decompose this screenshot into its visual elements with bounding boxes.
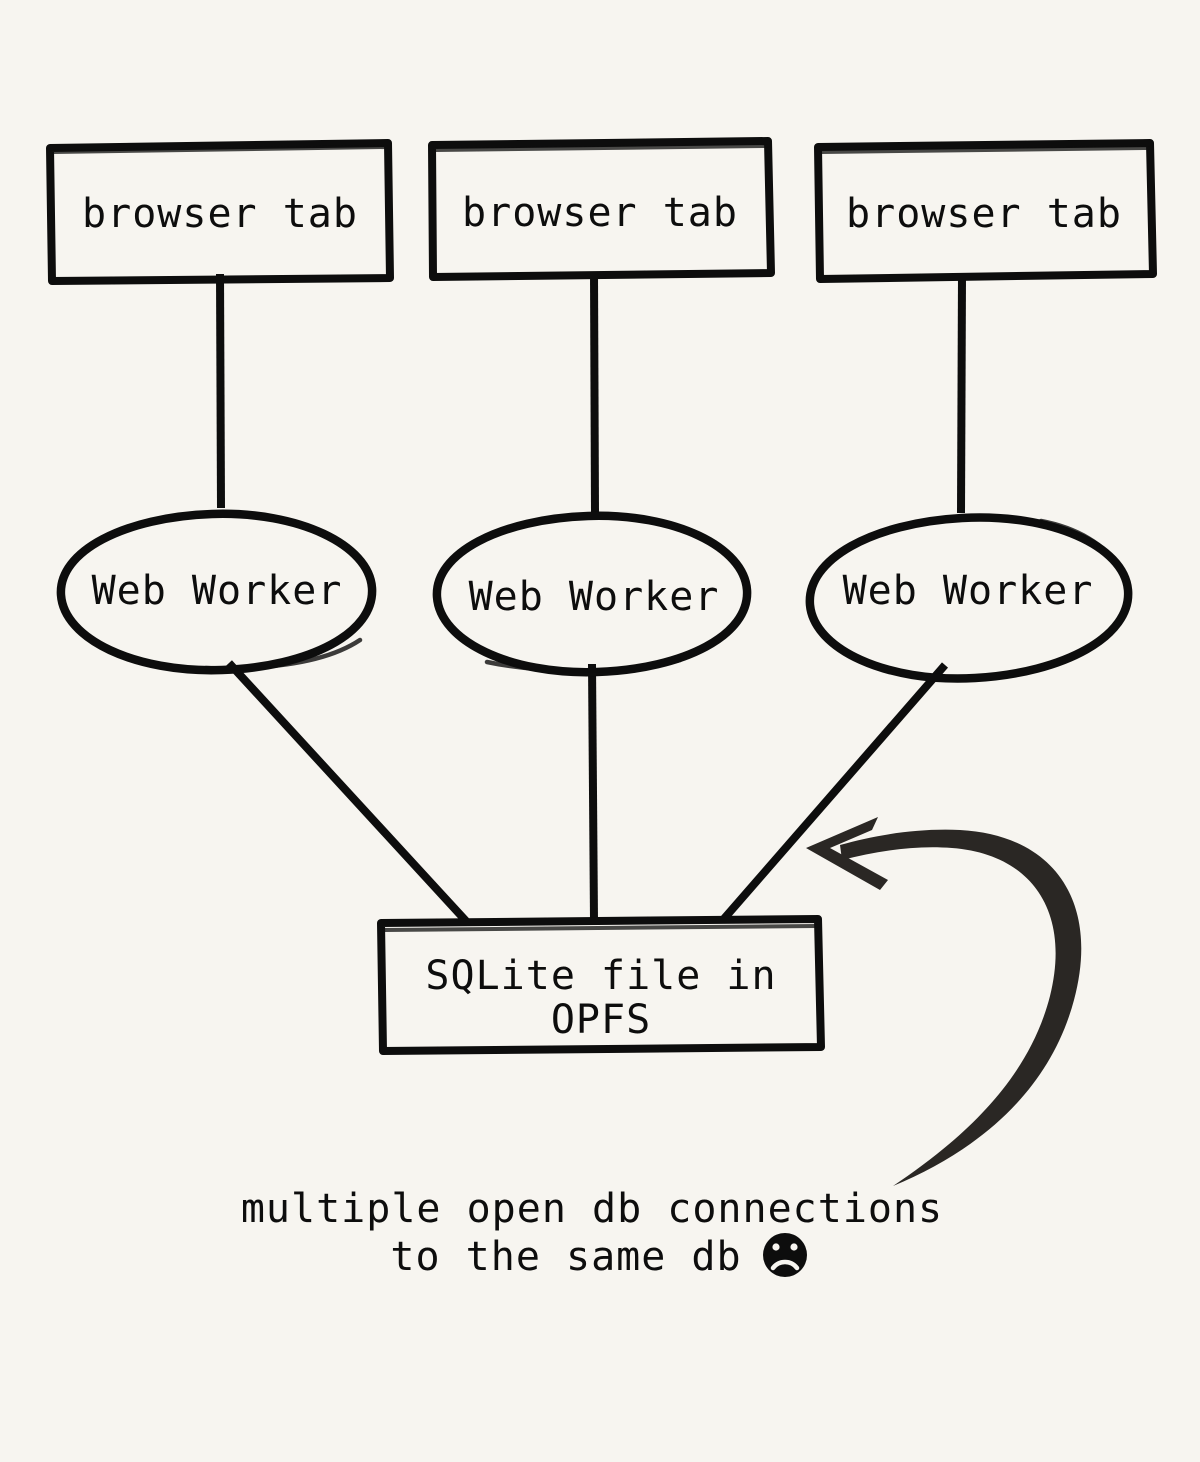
connector-tab3-worker3 [957,275,966,514]
browser-tab-3-outline-overdraw [819,146,1150,154]
frowning-face-eye-right [790,1243,798,1251]
browser-tab-3-label: browser tab [846,191,1122,237]
browser-tab-2-outline-overdraw [433,144,768,152]
node-web-worker-3[interactable]: Web Worker [805,513,1133,683]
connector-worker3-storage [718,662,949,924]
node-browser-tab-3[interactable]: browser tab [814,139,1157,283]
frowning-face-circle [763,1233,807,1277]
frowning-face-mouth [770,1259,800,1271]
node-web-worker-2[interactable]: Web Worker [432,511,752,677]
node-browser-tab-1[interactable]: browser tab [46,139,394,285]
web-worker-1-outline-overdraw [203,637,363,671]
web-worker-2-outline-overdraw [484,657,683,673]
annotation-caption-line2: to the same db [390,1234,741,1280]
connector-tab1-worker1 [216,273,225,509]
connector-tab2-worker2 [590,273,599,513]
frowning-face-eye-left [772,1243,780,1251]
frowning-face-icon [763,1233,807,1277]
annotation-caption: multiple open db connections to the same… [241,1186,943,1280]
browser-tab-2-outline [428,137,775,281]
browser-tab-3-outline [814,139,1157,283]
browser-tab-1-label: browser tab [82,191,358,237]
annotation-arrowhead [806,817,888,890]
web-worker-3-outline-overdraw [1038,518,1123,570]
annotation-curved-arrow [806,817,1082,1186]
connector-worker1-storage [226,660,469,924]
web-worker-2-label: Web Worker [469,574,720,620]
browser-tab-1-outline-overdraw [51,145,388,154]
sqlite-opfs-label-line2: OPFS [551,997,651,1043]
browser-tab-2-label: browser tab [462,190,738,236]
web-worker-3-label: Web Worker [843,568,1094,614]
web-worker-1-label: Web Worker [92,568,343,614]
connector-worker2-storage [588,663,598,922]
sqlite-opfs-outline-overdraw [382,924,818,932]
annotation-arrow-shaft [840,829,1082,1186]
node-sqlite-opfs[interactable]: SQLite file in OPFS [377,915,825,1055]
node-browser-tab-2[interactable]: browser tab [428,137,775,281]
annotation-caption-line1: multiple open db connections [241,1186,943,1232]
browser-tab-1-outline [46,139,394,285]
node-web-worker-1[interactable]: Web Worker [56,509,377,675]
sqlite-opfs-outline [377,915,825,1055]
sqlite-opfs-label-line1: SQLite file in [425,953,776,999]
